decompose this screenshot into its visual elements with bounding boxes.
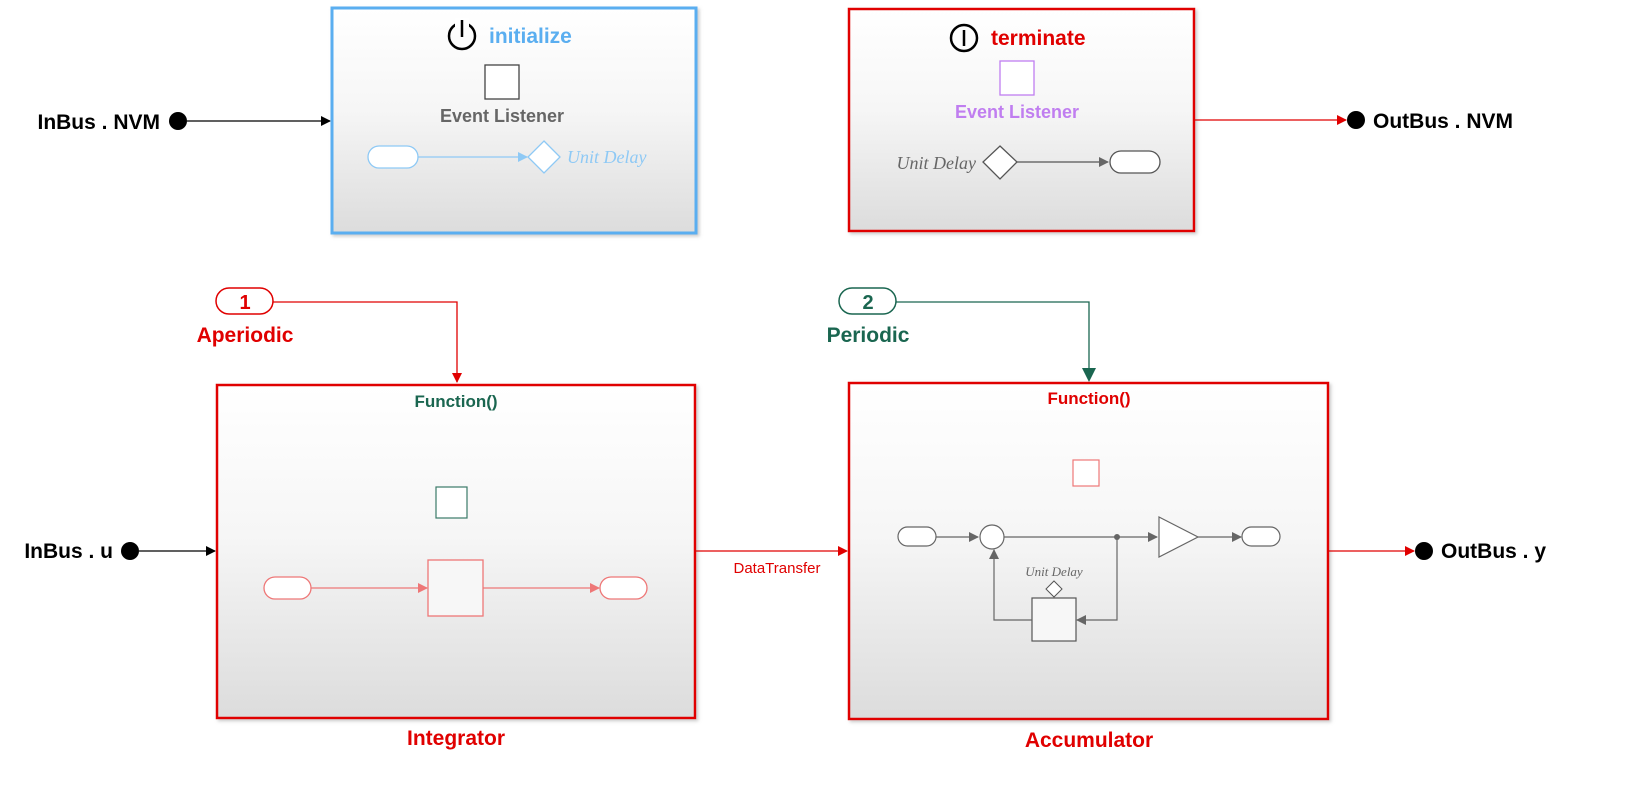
terminate-unit-delay-label: Unit Delay <box>897 153 976 173</box>
terminate-event-listener-label: Event Listener <box>955 102 1079 122</box>
inbus-u-label: InBus . u <box>24 540 113 563</box>
initialize-state-writer[interactable] <box>527 140 561 174</box>
integrator-core-block[interactable] <box>427 559 484 617</box>
accumulator-subsystem[interactable]: Function() Unit Delay <box>847 381 1330 721</box>
outbus-nvm-port[interactable] <box>1347 111 1365 129</box>
event-listener-block[interactable] <box>484 64 520 100</box>
accumulator-trigger-port-block[interactable] <box>1072 459 1100 487</box>
integrator-trigger-label: Function() <box>414 392 497 411</box>
integrator-subsystem[interactable]: Function() <box>215 383 697 720</box>
data-transfer-label: DataTransfer <box>734 560 821 577</box>
accumulator-trigger-label: Function() <box>1047 389 1130 408</box>
outbus-y-port[interactable] <box>1415 542 1433 560</box>
outbus-y-label: OutBus . y <box>1441 540 1546 563</box>
feedback-signal-out <box>989 549 1032 621</box>
terminate-icon <box>949 23 979 53</box>
gain-block[interactable] <box>1158 516 1200 558</box>
feedback-signal-in <box>1076 537 1118 625</box>
integrator-outport[interactable] <box>599 576 648 600</box>
initialize-event-listener-label: Event Listener <box>440 106 564 126</box>
aperiodic-function-port[interactable]: 1 <box>215 287 274 315</box>
periodic-label: Periodic <box>827 324 910 347</box>
unit-delay-block[interactable] <box>1031 597 1077 642</box>
aperiodic-label: Aperiodic <box>197 324 294 347</box>
sum-block[interactable] <box>979 524 1005 550</box>
accumulator-inport[interactable] <box>897 526 937 547</box>
unit-delay-state-icon <box>1045 580 1063 598</box>
accumulator-unit-delay-label: Unit Delay <box>1025 564 1083 579</box>
outbus-nvm-label: OutBus . NVM <box>1373 110 1513 133</box>
periodic-port-number: 2 <box>862 292 873 314</box>
terminate-state-reader[interactable] <box>982 145 1018 180</box>
periodic-trigger-signal[interactable] <box>896 301 1096 382</box>
power-icon <box>447 18 477 51</box>
aperiodic-trigger-signal[interactable] <box>273 301 462 383</box>
inbus-nvm-label: InBus . NVM <box>37 111 160 134</box>
integrator-name: Integrator <box>407 727 505 750</box>
inbus-nvm-port[interactable] <box>169 112 187 130</box>
initialize-inport[interactable] <box>367 145 419 169</box>
initialize-subsystem[interactable]: initialize Event Listener Unit Delay <box>330 6 698 235</box>
initialize-title: initialize <box>489 25 572 48</box>
integrator-trigger-port-block[interactable] <box>435 486 468 519</box>
terminate-outport[interactable] <box>1109 150 1161 174</box>
aperiodic-port-number: 1 <box>239 292 250 314</box>
terminate-subsystem[interactable]: terminate Event Listener Unit Delay <box>847 7 1196 233</box>
integrator-inport[interactable] <box>263 576 312 600</box>
terminate-title: terminate <box>991 27 1086 50</box>
terminate-event-listener-block[interactable] <box>999 60 1035 96</box>
accumulator-outport[interactable] <box>1241 526 1281 547</box>
initialize-unit-delay-label: Unit Delay <box>567 147 646 167</box>
periodic-function-port[interactable]: 2 <box>838 287 897 315</box>
inbus-u-port[interactable] <box>121 542 139 560</box>
accumulator-name: Accumulator <box>1025 729 1153 752</box>
